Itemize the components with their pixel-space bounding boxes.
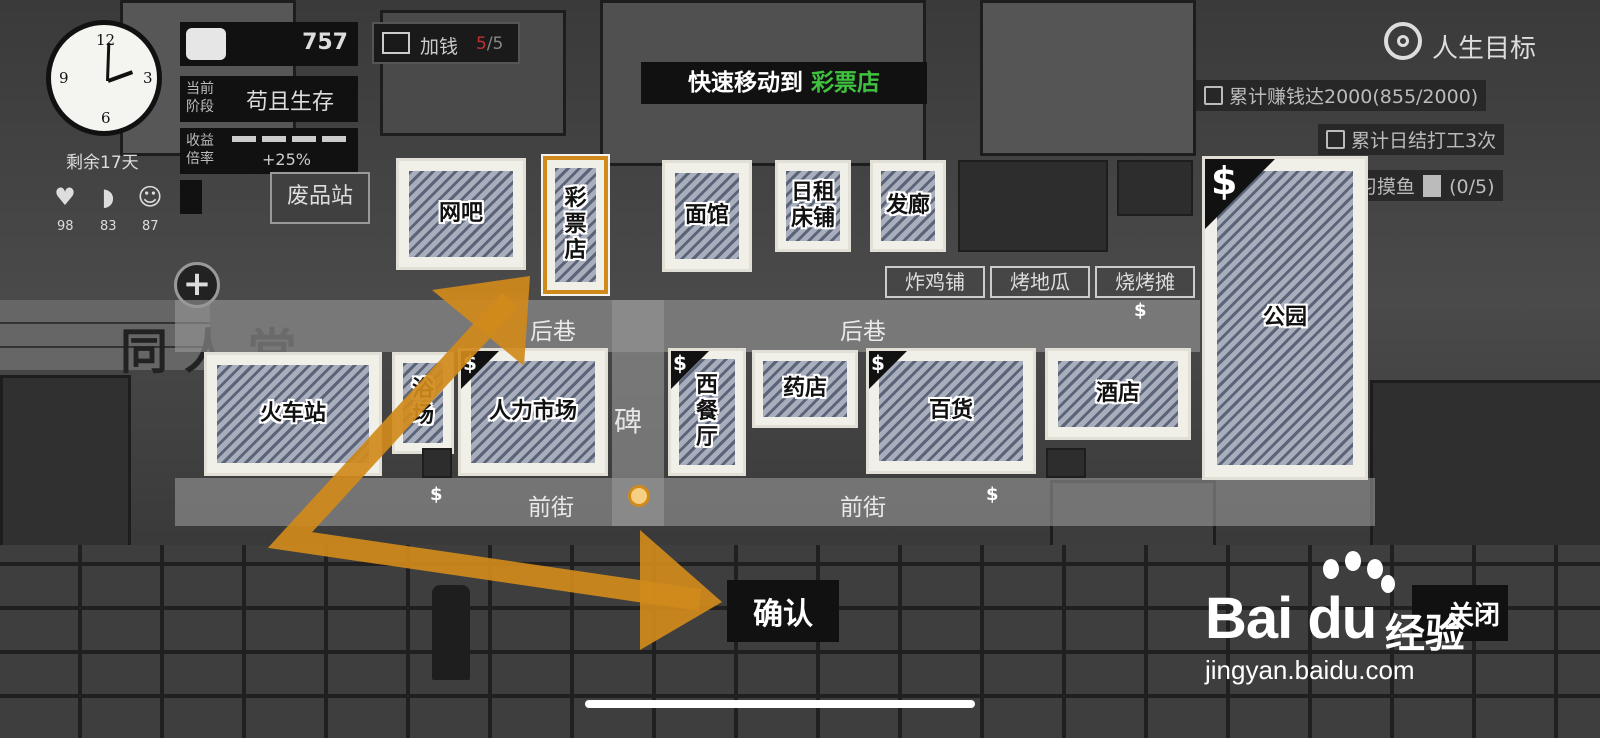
building-pharmacy[interactable]: 药店 xyxy=(752,350,858,428)
mood-value: 87 xyxy=(142,219,159,234)
building-noodle-shop[interactable]: 面馆 xyxy=(662,160,752,272)
watermark-brand: Bai du xyxy=(1205,586,1377,651)
stall-fried-chicken[interactable]: 炸鸡铺 xyxy=(885,266,985,298)
stage-panel: 当前阶段 苟且生存 xyxy=(180,76,358,122)
money-panel: 757 xyxy=(180,22,358,66)
goal-item: 累计赚钱达2000(855/2000) xyxy=(1196,80,1487,111)
dollar-icon: $ xyxy=(1134,300,1147,321)
stage-value: 苟且生存 xyxy=(246,90,335,115)
locked-building xyxy=(958,160,1108,252)
rate-panel: 收益倍率 +25% xyxy=(180,128,358,174)
confirm-button[interactable]: 确认 xyxy=(727,580,839,642)
locked-building xyxy=(1117,160,1193,216)
paw-icon xyxy=(1323,559,1339,579)
watermark-cn: 经验 xyxy=(1385,611,1465,657)
rate-bar-3 xyxy=(292,136,316,142)
smile-icon: ☺ xyxy=(137,183,163,211)
fire-hydrant xyxy=(432,585,470,680)
building-western-restaurant[interactable]: 西餐厅 $ xyxy=(668,348,746,476)
checkbox-icon xyxy=(1326,130,1345,149)
rate-bar-1 xyxy=(232,136,256,142)
dollar-icon: $ xyxy=(430,484,443,505)
clock-6: 6 xyxy=(101,109,111,127)
video-icon xyxy=(382,32,410,54)
days-left: 剩余17天 xyxy=(66,153,139,173)
clock-12: 12 xyxy=(96,31,116,49)
building-train-station[interactable]: 火车站 xyxy=(204,352,382,476)
add-money-count: 5/5 xyxy=(476,34,504,54)
building-lottery-shop[interactable]: 彩票店 xyxy=(541,154,610,296)
junk-station[interactable]: 废品站 xyxy=(270,172,370,224)
clock-9: 9 xyxy=(59,69,69,87)
back-lane-road xyxy=(175,300,1200,352)
building-daily-bed[interactable]: 日租床铺 xyxy=(775,160,851,252)
target-icon xyxy=(1384,22,1422,60)
rate-value: +25% xyxy=(262,150,311,169)
small-locked-building xyxy=(422,448,452,478)
building-hotel[interactable]: 酒店 xyxy=(1045,348,1191,440)
front-street-label: 前街 xyxy=(528,495,574,521)
rate-bar-4 xyxy=(322,136,346,142)
checkbox-icon xyxy=(1204,86,1223,105)
back-lane-label: 后巷 xyxy=(840,319,886,345)
building-park[interactable]: 公园 $ xyxy=(1202,156,1368,480)
front-street-label: 前街 xyxy=(840,495,886,521)
stomach-icon: ◗ xyxy=(101,183,115,211)
stage-label: 当前阶段 xyxy=(186,81,214,115)
building-internet-cafe[interactable]: 网吧 xyxy=(396,158,526,270)
dollar-corner-icon: $ xyxy=(671,351,709,389)
dollar-corner-icon: $ xyxy=(869,351,907,389)
goals-title: 人生目标 xyxy=(1432,34,1537,64)
stall-bbq[interactable]: 烧烤摊 xyxy=(1095,266,1195,298)
back-lane-label: 后巷 xyxy=(530,319,576,345)
dollar-icon: $ xyxy=(986,484,999,505)
add-money-label: 加钱 xyxy=(420,36,459,58)
phone-icon xyxy=(1423,175,1442,197)
home-indicator[interactable] xyxy=(585,700,975,708)
hunger-value: 83 xyxy=(100,219,117,234)
dollar-corner-icon: $ xyxy=(1205,159,1275,229)
front-street-road xyxy=(175,478,1375,526)
goal-item: 习摸鱼 (0/5) xyxy=(1350,170,1503,201)
player-marker xyxy=(628,485,650,507)
sound-icon[interactable] xyxy=(180,180,202,214)
building-hair-salon[interactable]: 发廊 xyxy=(870,160,946,252)
money-value: 757 xyxy=(302,30,348,55)
close-button[interactable]: 关闭 xyxy=(1412,585,1508,641)
clock: 12 3 6 9 xyxy=(46,20,162,136)
monument-label: 碑 xyxy=(614,405,643,438)
baidu-watermark: Bai du 经验 jingyan.baidu.com xyxy=(1205,551,1505,685)
clock-3: 3 xyxy=(143,69,153,87)
rate-bar-2 xyxy=(262,136,286,142)
building-department-store[interactable]: 百货 $ xyxy=(866,348,1036,474)
cash-icon xyxy=(186,28,226,60)
small-locked-building xyxy=(1046,448,1086,478)
building-labor-market[interactable]: 人力市场 $ xyxy=(458,348,608,476)
health-value: 98 xyxy=(57,219,74,234)
goal-item: 累计日结打工3次 xyxy=(1318,124,1505,155)
add-money-button[interactable]: 加钱 5/5 xyxy=(372,22,520,64)
watermark-url: jingyan.baidu.com xyxy=(1205,655,1415,685)
stall-sweet-potato[interactable]: 烤地瓜 xyxy=(990,266,1090,298)
fast-travel-banner: 快速移动到 彩票店 xyxy=(641,62,927,104)
rate-label: 收益倍率 xyxy=(186,133,214,167)
heart-icon: ♥ xyxy=(54,183,76,211)
